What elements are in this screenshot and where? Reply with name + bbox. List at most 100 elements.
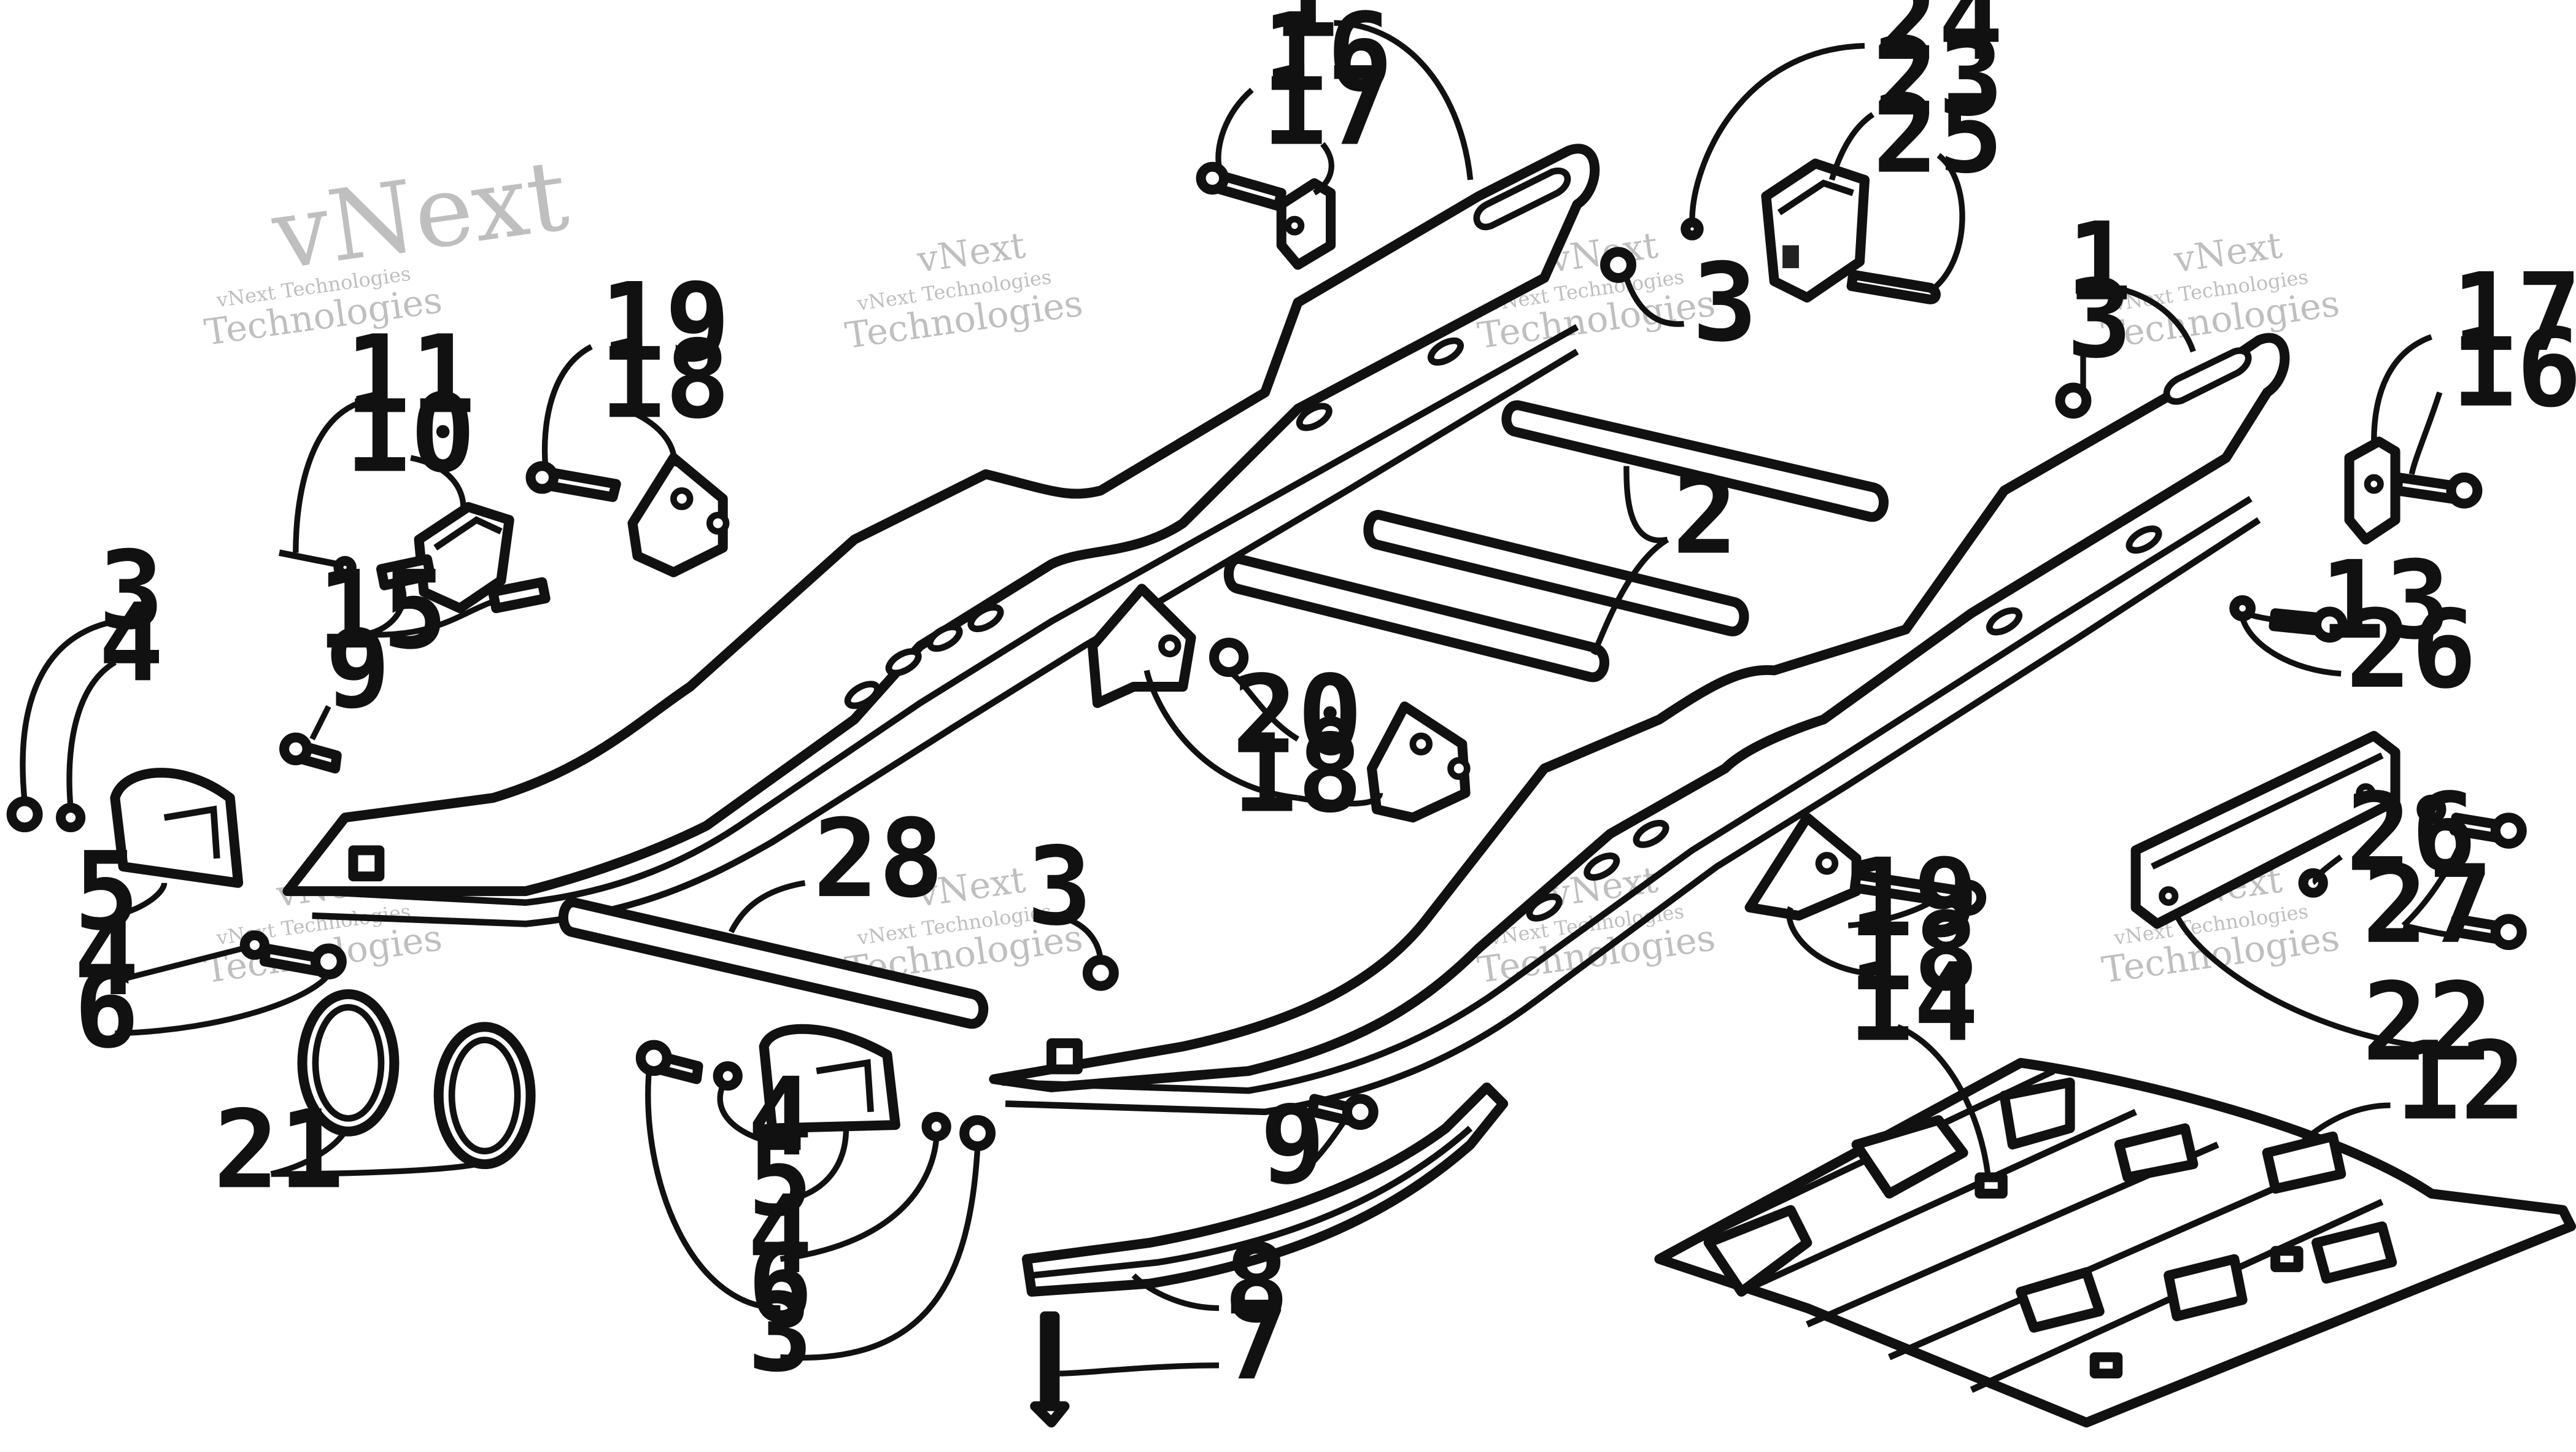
nut-3 bbox=[1600, 247, 1636, 283]
bolt-27-a bbox=[2416, 794, 2527, 849]
callout-label: 16 bbox=[1262, 0, 1393, 115]
washer-4 bbox=[56, 803, 86, 833]
callout-label: 5 bbox=[748, 1114, 813, 1241]
shock-mount-17-left bbox=[1276, 178, 1336, 270]
arm-bracket-18-upper bbox=[627, 453, 730, 577]
callout-label: 1 bbox=[1273, 0, 1338, 62]
arm-bracket-18-mid bbox=[1366, 701, 1471, 823]
bolt-16-right bbox=[2392, 473, 2483, 509]
rail-slot bbox=[885, 648, 922, 677]
callout-labels: 1 16 17 24 23 25 3 1 3 17 16 19 18 11 10… bbox=[74, 0, 2576, 1404]
callout-label: 16 bbox=[2451, 305, 2576, 431]
callout-label: 26 bbox=[2346, 586, 2477, 712]
callout-label: 8 bbox=[1224, 1221, 1289, 1347]
rail-slot bbox=[1296, 403, 1332, 431]
callout-label: 15 bbox=[317, 547, 448, 673]
callout-label: 4 bbox=[748, 1172, 813, 1298]
callout-label: 20 bbox=[1232, 652, 1363, 778]
nut-3 bbox=[2055, 382, 2092, 419]
callout-label: 7 bbox=[1224, 1278, 1289, 1404]
callout-label: 10 bbox=[345, 371, 476, 497]
rail-slot bbox=[1427, 337, 1464, 366]
callout-label: 24 bbox=[1873, 0, 2003, 85]
callout-label: 1 bbox=[2067, 199, 2132, 325]
bolt-9-set bbox=[279, 732, 1379, 1130]
clip-15 bbox=[376, 554, 551, 614]
watermark-group: vNext vNext Technologies Technologies vN… bbox=[202, 137, 2342, 991]
callout-label: 12 bbox=[2396, 1018, 2526, 1145]
rail-slot bbox=[926, 624, 963, 652]
cross-shaft-28 bbox=[558, 897, 989, 1029]
rail-slot bbox=[1584, 852, 1620, 881]
callout-label: 4 bbox=[74, 894, 139, 1020]
callout-label: 3 bbox=[1027, 824, 1092, 950]
callout-label: 19 bbox=[600, 260, 730, 386]
track-clip-14 bbox=[1975, 1172, 2008, 1199]
nut-3 bbox=[6, 796, 43, 833]
wear-strip-8 bbox=[1021, 1082, 1509, 1297]
callout-label: 17 bbox=[1262, 44, 1393, 170]
end-cap-5-lower bbox=[759, 1024, 900, 1133]
rear-idler-bracket-23 bbox=[1761, 158, 1870, 303]
washer-4-set bbox=[56, 803, 951, 1141]
cross-shafts bbox=[558, 400, 1889, 1029]
callout-label: 2 bbox=[1673, 452, 1738, 579]
end-cap-5-left bbox=[110, 768, 244, 888]
callout-label: 18 bbox=[1848, 889, 1979, 1015]
pin-25 bbox=[1846, 269, 1941, 304]
callout-label: 19 bbox=[1848, 835, 1979, 961]
callout-label: 25 bbox=[1873, 71, 2003, 198]
rail-slot bbox=[844, 681, 881, 709]
cross-shaft bbox=[1501, 400, 1889, 522]
track-clip bbox=[2270, 1246, 2303, 1272]
rail-slot bbox=[2125, 525, 2162, 554]
rail-slot bbox=[967, 604, 1004, 633]
arm-bracket-18-lower bbox=[1744, 813, 1862, 921]
callout-label: 9 bbox=[325, 606, 390, 732]
callout-label: 18 bbox=[1232, 711, 1363, 837]
callout-label: 11 bbox=[345, 312, 476, 438]
hose-clamp-21-b bbox=[433, 1022, 536, 1170]
nut-3 bbox=[959, 1115, 996, 1151]
callout-label: 3 bbox=[99, 528, 164, 654]
track-clip bbox=[2089, 1352, 2123, 1379]
callout-label: 22 bbox=[2362, 959, 2493, 1086]
callout-label: 18 bbox=[600, 317, 730, 443]
screw-7 bbox=[1030, 1311, 1070, 1428]
rail-end-tab bbox=[1046, 1038, 1083, 1075]
callout-label: 3 bbox=[1692, 240, 1757, 366]
rear-bumper-22 bbox=[2130, 730, 2400, 929]
washer-4 bbox=[921, 1111, 951, 1141]
callout-label: 4 bbox=[99, 580, 164, 706]
watermark: vNext vNext Technologies Technologies bbox=[202, 137, 574, 353]
nut-20-b bbox=[1310, 716, 1351, 755]
rail-slot bbox=[1526, 893, 1563, 922]
ring-24 bbox=[1681, 217, 1704, 241]
callout-label: 26 bbox=[2346, 770, 2477, 896]
callout-label: 6 bbox=[748, 1221, 813, 1347]
svg-text:vNext: vNext bbox=[265, 137, 574, 292]
callout-label: 27 bbox=[2362, 841, 2493, 968]
washer-4 bbox=[713, 1061, 743, 1091]
rail-end-tab bbox=[348, 845, 385, 882]
shock-mount-17-right bbox=[2344, 436, 2400, 545]
rail-slot bbox=[1633, 819, 1669, 848]
callout-label: 6 bbox=[74, 946, 139, 1073]
bolt-16-left bbox=[1196, 161, 1286, 211]
callout-label: 23 bbox=[1873, 14, 2003, 141]
hose-clamp-21-a bbox=[297, 989, 400, 1137]
nut-20-a bbox=[1209, 638, 1249, 678]
bolt-27-b bbox=[2298, 868, 2527, 951]
bolt-19-upper bbox=[525, 461, 621, 502]
watermark: vNext vNext Technologies Technologies bbox=[843, 224, 1086, 357]
cross-shaft bbox=[1363, 510, 1749, 636]
callout-label: 3 bbox=[748, 1270, 813, 1396]
cross-shaft bbox=[1223, 554, 1609, 682]
callout-label: 4 bbox=[748, 1054, 813, 1180]
callout-label: 9 bbox=[1260, 1082, 1325, 1208]
callout-label: 3 bbox=[2067, 256, 2132, 382]
track-12 bbox=[1654, 1057, 2576, 1428]
callout-label: 13 bbox=[2319, 537, 2450, 663]
arm-bracket-upper-mid bbox=[1087, 584, 1196, 708]
